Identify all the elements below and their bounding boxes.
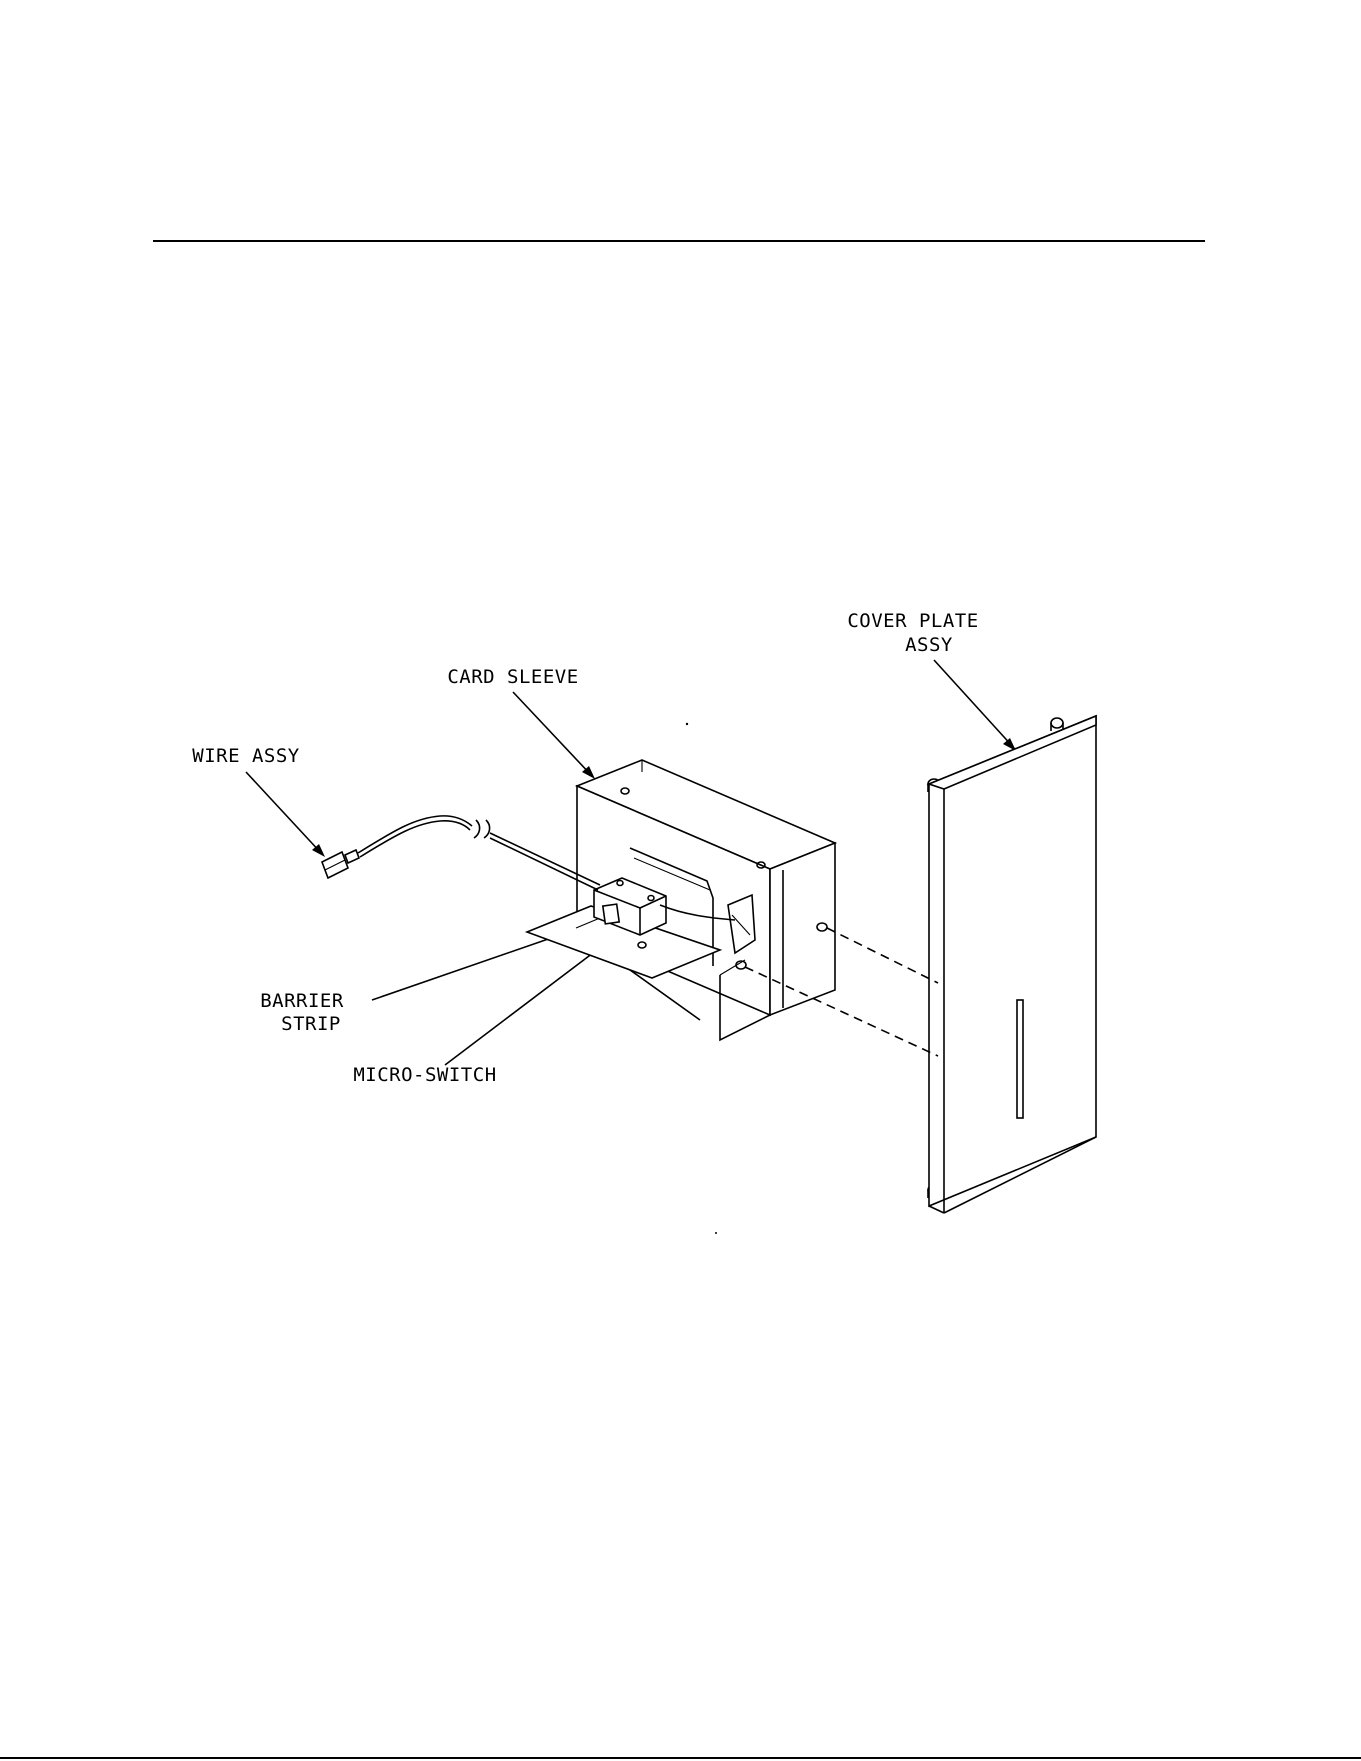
label-micro-switch: MICRO-SWITCH (353, 1064, 496, 1086)
label-card-sleeve: CARD SLEEVE (447, 666, 578, 688)
label-cover-plate-line1: COVER PLATE (847, 610, 978, 632)
label-barrier-strip-line2: STRIP (281, 1013, 341, 1035)
leader-wire-assy (246, 772, 325, 857)
label-barrier-strip-line1: BARRIER (260, 990, 344, 1012)
leader-cover-plate (934, 660, 1016, 751)
alignment-line-upper (827, 928, 938, 983)
leader-card-sleeve (513, 692, 595, 779)
label-wire-assy: WIRE ASSY (192, 745, 300, 767)
label-cover-plate-line2: ASSY (905, 634, 953, 656)
footer-rule (0, 1757, 1361, 1759)
cover-plate-part (928, 716, 1096, 1213)
